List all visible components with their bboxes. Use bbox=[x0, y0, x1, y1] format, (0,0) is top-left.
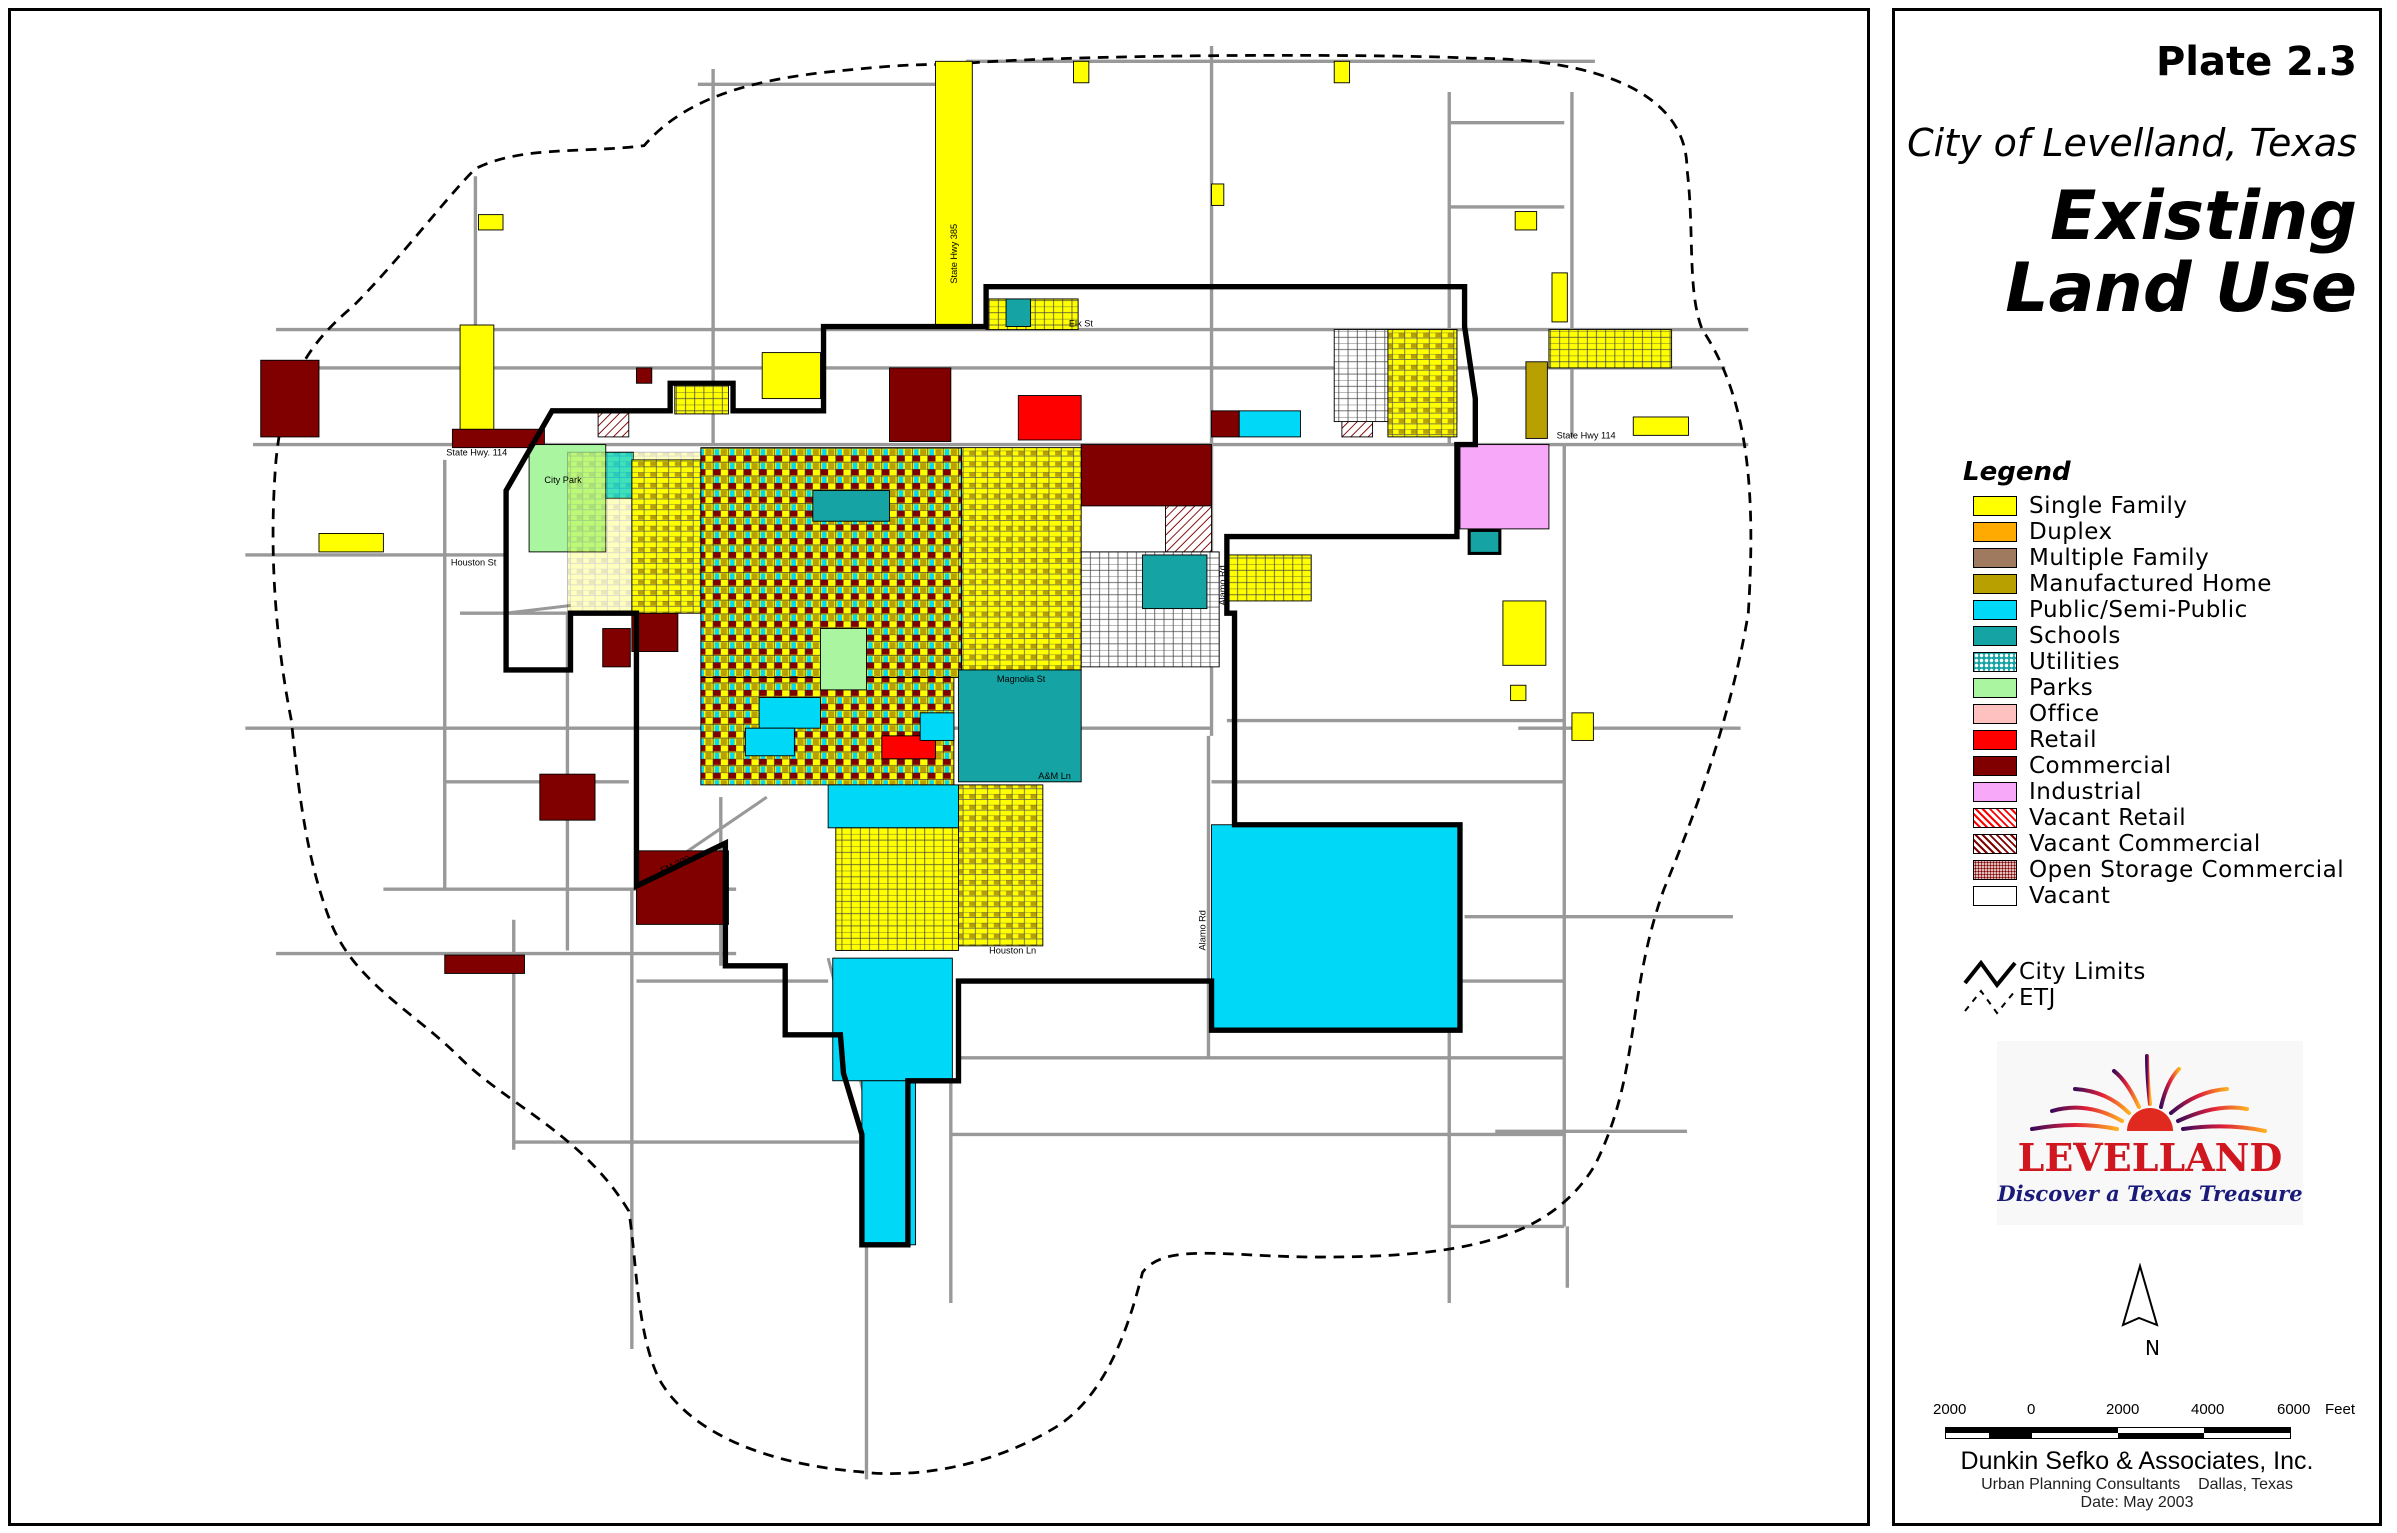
legend-swatch bbox=[1973, 834, 2017, 854]
north-arrow-icon bbox=[2121, 1263, 2159, 1327]
plate-number: Plate 2.3 bbox=[2155, 39, 2357, 85]
label-elk-st: Elk St bbox=[1069, 319, 1093, 329]
legend-item: Vacant bbox=[1973, 883, 2344, 909]
legend-item: Office bbox=[1973, 701, 2344, 727]
levelland-logo: LEVELLAND Discover a Texas Treasure bbox=[1997, 1041, 2303, 1225]
label-hwy114-east: State Hwy 114 bbox=[1557, 430, 1616, 440]
legend-item: Single Family bbox=[1973, 493, 2344, 519]
legend-swatch bbox=[1973, 522, 2017, 542]
legend-label: Manufactured Home bbox=[2029, 571, 2272, 597]
legend-label: Duplex bbox=[2029, 519, 2113, 545]
legend-swatch bbox=[1973, 886, 2017, 906]
legend-label: Vacant bbox=[2029, 883, 2111, 909]
north-label: N bbox=[2145, 1336, 2160, 1360]
legend-item: Vacant Commercial bbox=[1973, 831, 2344, 857]
map-frame bbox=[8, 8, 1870, 1526]
legend-label: Parks bbox=[2029, 675, 2094, 701]
scale-tick: 2000 bbox=[2106, 1401, 2140, 1418]
label-hwy385: State Hwy 385 bbox=[949, 224, 959, 284]
credits: Dunkin Sefko & Associates, Inc. Urban Pl… bbox=[1895, 1447, 2379, 1512]
map-title: Existing Land Use bbox=[2005, 181, 2357, 325]
land-use-parcels bbox=[260, 60, 1689, 1246]
label-magnolia-st: Magnolia St bbox=[997, 674, 1046, 684]
legend-etj: ETJ bbox=[2019, 985, 2056, 1011]
firm-name: Dunkin Sefko & Associates, Inc. bbox=[1960, 1447, 2314, 1475]
legend-item: Vacant Retail bbox=[1973, 805, 2344, 831]
legend-item: Open Storage Commercial bbox=[1973, 857, 2344, 883]
city-limits bbox=[503, 283, 1478, 1248]
legend-item: Commercial bbox=[1973, 753, 2344, 779]
scale-tick: 2000 bbox=[1933, 1401, 1967, 1418]
legend-swatch bbox=[1973, 730, 2017, 750]
legend-label: Commercial bbox=[2029, 753, 2172, 779]
legend-title: Legend bbox=[1963, 457, 2071, 487]
legend-label: Industrial bbox=[2029, 779, 2142, 805]
legend-swatch bbox=[1973, 860, 2017, 880]
title-panel: Plate 2.3 City of Levelland, Texas Exist… bbox=[1892, 8, 2382, 1526]
legend-item: Parks bbox=[1973, 675, 2344, 701]
legend-label: Schools bbox=[2029, 623, 2121, 649]
legend-label: Retail bbox=[2029, 727, 2097, 753]
title-line-1: Existing bbox=[2050, 177, 2357, 256]
etj-boundary bbox=[271, 53, 1753, 1475]
legend-swatch bbox=[1973, 574, 2017, 594]
legend-swatch bbox=[1973, 652, 2017, 672]
legend-label: Vacant Commercial bbox=[2029, 831, 2261, 857]
legend-swatch bbox=[1973, 782, 2017, 802]
scale-unit: Feet bbox=[2325, 1401, 2356, 1418]
sun-icon bbox=[2030, 1054, 2267, 1133]
legend-item: Public/Semi-Public bbox=[1973, 597, 2344, 623]
label-houston-ln: Houston Ln bbox=[989, 946, 1036, 956]
logo-tagline: Discover a Texas Treasure bbox=[1997, 1181, 2303, 1206]
legend-swatch bbox=[1973, 756, 2017, 776]
label-houston-st: Houston St bbox=[451, 558, 497, 568]
legend-swatch bbox=[1973, 678, 2017, 698]
label-alamo-rd: Alamo Rd bbox=[1217, 565, 1227, 605]
street-labels: State Hwy. 114 State Hwy 114 State Hwy 3… bbox=[446, 224, 1615, 956]
legend-label: Multiple Family bbox=[2029, 545, 2210, 571]
legend-item: Manufactured Home bbox=[1973, 571, 2344, 597]
legend-swatch bbox=[1973, 496, 2017, 516]
label-city-park: City Park bbox=[544, 475, 582, 485]
boundary-legend: City Limits ETJ bbox=[1961, 955, 2145, 1019]
legend-item: Schools bbox=[1973, 623, 2344, 649]
legend-item: Industrial bbox=[1973, 779, 2344, 805]
scale-bar-graphic bbox=[1945, 1427, 2291, 1439]
legend-swatch bbox=[1973, 548, 2017, 568]
legend-item: Duplex bbox=[1973, 519, 2344, 545]
legend-item: Utilities bbox=[1973, 649, 2344, 675]
legend-item: Retail bbox=[1973, 727, 2344, 753]
logo-name: LEVELLAND bbox=[2017, 1135, 2283, 1180]
legend-swatch bbox=[1973, 600, 2017, 620]
legend-label: Vacant Retail bbox=[2029, 805, 2187, 831]
scale-tick: 4000 bbox=[2191, 1401, 2225, 1418]
legend-swatch bbox=[1973, 808, 2017, 828]
legend-label: Single Family bbox=[2029, 493, 2188, 519]
title-line-2: Land Use bbox=[2005, 249, 2357, 328]
boundary-line-icon bbox=[1963, 959, 2017, 1015]
firm-subtitle: Urban Planning Consultants Dallas, Texas bbox=[1981, 1476, 2293, 1493]
label-am-ln: A&M Ln bbox=[1038, 771, 1071, 781]
legend-item: Multiple Family bbox=[1973, 545, 2344, 571]
city-name: City of Levelland, Texas bbox=[1907, 121, 2357, 165]
scale-tick: 6000 bbox=[2277, 1401, 2311, 1418]
legend-label: Open Storage Commercial bbox=[2029, 857, 2345, 883]
legend-label: Utilities bbox=[2029, 649, 2121, 675]
legend-swatch bbox=[1973, 704, 2017, 724]
legend-label: Public/Semi-Public bbox=[2029, 597, 2248, 623]
legend-swatch bbox=[1973, 626, 2017, 646]
legend-city-limits: City Limits bbox=[2019, 959, 2146, 985]
map-date: Date: May 2003 bbox=[2080, 1494, 2194, 1511]
label-hwy114-west: State Hwy. 114 bbox=[446, 447, 507, 457]
legend-label: Office bbox=[2029, 701, 2100, 727]
label-alamo-rd-south: Alamo Rd bbox=[1197, 910, 1207, 950]
scale-tick: 0 bbox=[2027, 1401, 2036, 1418]
